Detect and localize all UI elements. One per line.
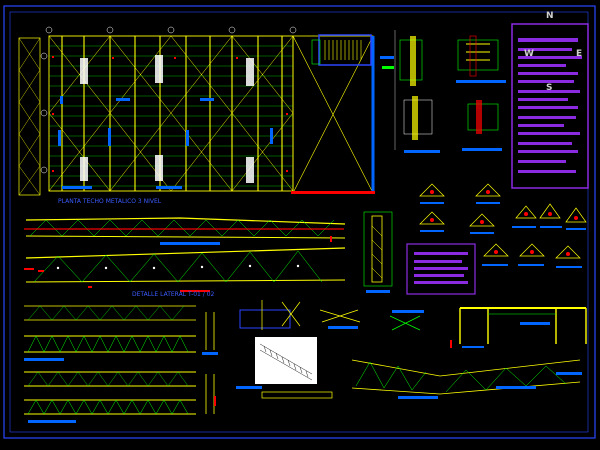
member-schedule-table [406,243,476,295]
truss-elevation-1 [24,217,346,245]
connection-details-middle [419,183,587,268]
compass-north: N [546,11,554,21]
section-details-bottom [351,359,582,399]
3d-truss-sketch [259,343,313,381]
sheet-inner-border [9,11,589,433]
truss-elevation-2 [24,247,346,292]
connection-details-center [239,300,424,331]
roof-plan [18,26,375,196]
portal-frame-detail [459,307,587,348]
lateral-title: DETALLE LATERAL T-01 / 02 [132,291,215,298]
general-notes-panel [511,23,589,189]
truss-detail-bottom-2 [24,371,196,423]
column-detail [363,211,393,293]
plan-title: PLANTA TECHO METALICO 3 NIVEL [58,198,162,205]
compass-east: E [576,49,583,59]
side-details [202,312,333,414]
compass-south: S [546,83,553,93]
sheet-outer-border [3,5,596,439]
3d-view-panel [255,337,317,384]
connection-details-top [380,30,506,153]
compass-west: W [524,49,534,59]
truss-detail-bottom-1 [24,305,196,361]
red-markers [38,236,452,406]
